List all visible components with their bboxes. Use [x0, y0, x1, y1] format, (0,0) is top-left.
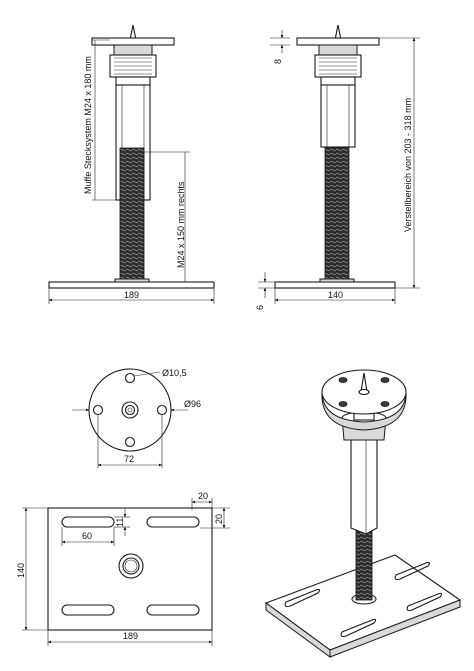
base-plate-side-right	[274, 281, 396, 289]
dim-plate-140: 140	[16, 563, 26, 578]
threaded-rod	[119, 147, 145, 283]
slot-bottom-left	[61, 604, 115, 616]
dim-slot-60: 60	[82, 531, 92, 541]
base-plate-side	[48, 281, 215, 289]
label-adjustment-range: Verstellbereich von 203 - 318 mm	[403, 98, 413, 232]
dim-6: 6	[255, 305, 265, 310]
dim-pitch-72: 72	[124, 454, 134, 464]
slot-top-right	[146, 516, 200, 528]
dim-slot-11: 11	[115, 518, 125, 527]
dim-8: 8	[273, 59, 283, 64]
dim-plate-189: 189	[123, 631, 138, 641]
top-disc-plan: Ø10,5 Ø96 72	[72, 368, 201, 468]
slot-bottom-right	[146, 604, 200, 616]
label-thread: M24 x 150 mm rechts	[176, 181, 186, 268]
disc-outline	[88, 368, 172, 452]
slot-top-left	[61, 516, 115, 528]
iso-thread	[355, 527, 373, 601]
side-view-left: Muffe Stecksystem M24 x 180 mm M24 x 150…	[48, 24, 215, 304]
side-view-right: 8 6 140 Verstellbereich von 203 - 318 mm	[255, 24, 420, 310]
base-plate-plan: 20 20 11 60 140 189	[16, 491, 230, 646]
dim-edge-20-y: 20	[214, 514, 224, 524]
dim-140-right: 140	[328, 290, 343, 300]
threaded-rod-right	[324, 146, 350, 283]
isometric-view	[264, 369, 462, 658]
iso-sleeve	[350, 434, 378, 535]
top-disc	[91, 37, 175, 46]
dim-edge-20-x: 20	[198, 491, 208, 501]
base-plate-outline	[47, 507, 213, 631]
dim-hole-diameter: Ø10,5	[162, 368, 187, 378]
sleeve-tube-right	[320, 84, 356, 148]
dim-189-left: 189	[124, 290, 139, 300]
dim-outer-diameter: Ø96	[184, 399, 201, 409]
label-sleeve: Muffe Stecksystem M24 x 180 mm	[83, 56, 93, 194]
top-disc-right	[296, 37, 380, 46]
